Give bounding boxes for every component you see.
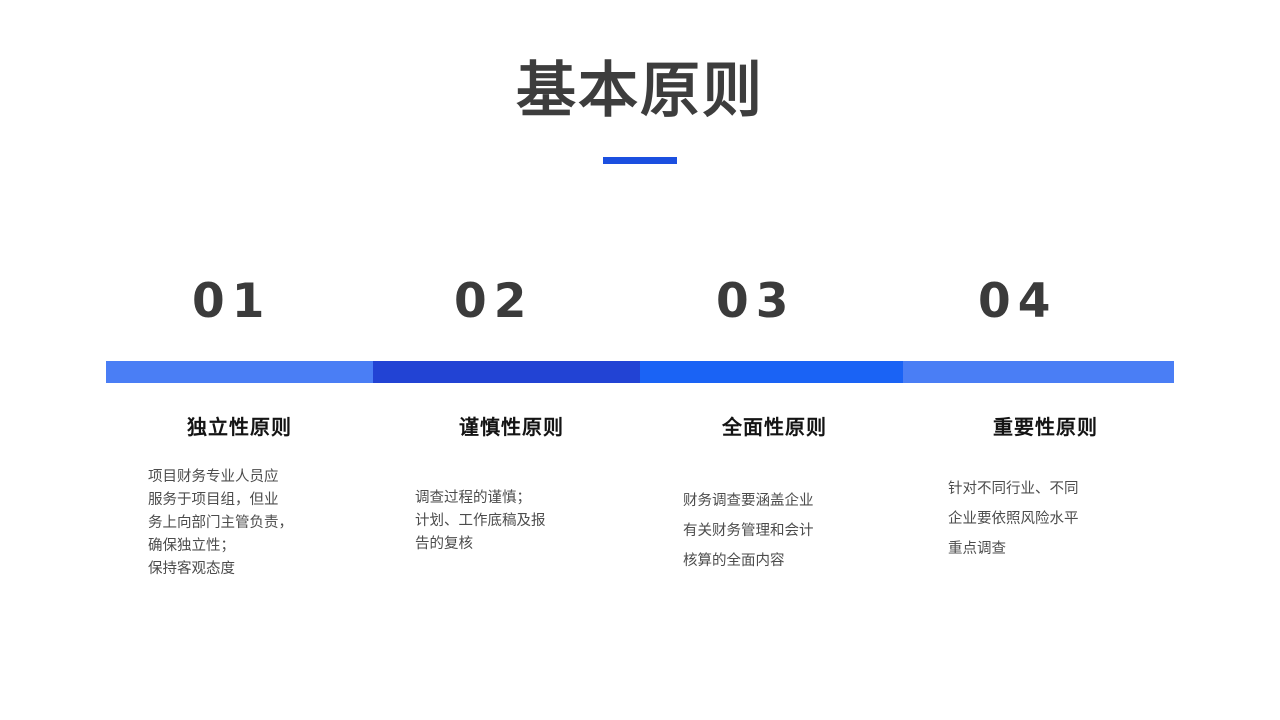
step-column-03: 全面性原则 财务调查要涵盖企业 有关财务管理和会计 核算的全面内容 — [641, 415, 908, 576]
step-heading-01: 独立性原则 — [187, 415, 292, 439]
step-column-01: 独立性原则 项目财务专业人员应 服务于项目组，但业 务上向部门主管负责， 确保独… — [106, 415, 373, 581]
step-number-04: 04 — [978, 274, 1058, 329]
step-body-03: 财务调查要涵盖企业 有关财务管理和会计 核算的全面内容 — [683, 493, 814, 569]
step-heading-04: 重要性原则 — [993, 415, 1098, 439]
bar-segment-02 — [373, 361, 640, 383]
step-body-01: 项目财务专业人员应 服务于项目组，但业 务上向部门主管负责， 确保独立性； 保持… — [148, 469, 293, 577]
title-block: 基本原则 — [0, 58, 1280, 164]
step-heading-03: 全面性原则 — [722, 415, 827, 439]
step-numbers-row: 01 02 03 04 — [106, 278, 1174, 338]
step-number-02: 02 — [454, 274, 534, 329]
step-column-04: 重要性原则 针对不同行业、不同 企业要依照风险水平 重点调查 — [912, 415, 1179, 564]
bar-segment-04 — [903, 361, 1174, 383]
step-column-02: 谨慎性原则 调查过程的谨慎； 计划、工作底稿及报 告的复核 — [378, 415, 645, 556]
progress-bar — [106, 361, 1174, 383]
title-accent-bar — [603, 157, 677, 164]
step-body-04: 针对不同行业、不同 企业要依照风险水平 重点调查 — [948, 481, 1079, 557]
step-body-02: 调查过程的谨慎； 计划、工作底稿及报 告的复核 — [415, 490, 546, 552]
step-number-01: 01 — [192, 274, 272, 329]
step-columns: 独立性原则 项目财务专业人员应 服务于项目组，但业 务上向部门主管负责， 确保独… — [106, 415, 1174, 615]
page-title: 基本原则 — [516, 56, 764, 126]
step-number-03: 03 — [716, 274, 796, 329]
step-heading-02: 谨慎性原则 — [459, 415, 564, 439]
bar-segment-01 — [106, 361, 373, 383]
bar-segment-03 — [640, 361, 903, 383]
